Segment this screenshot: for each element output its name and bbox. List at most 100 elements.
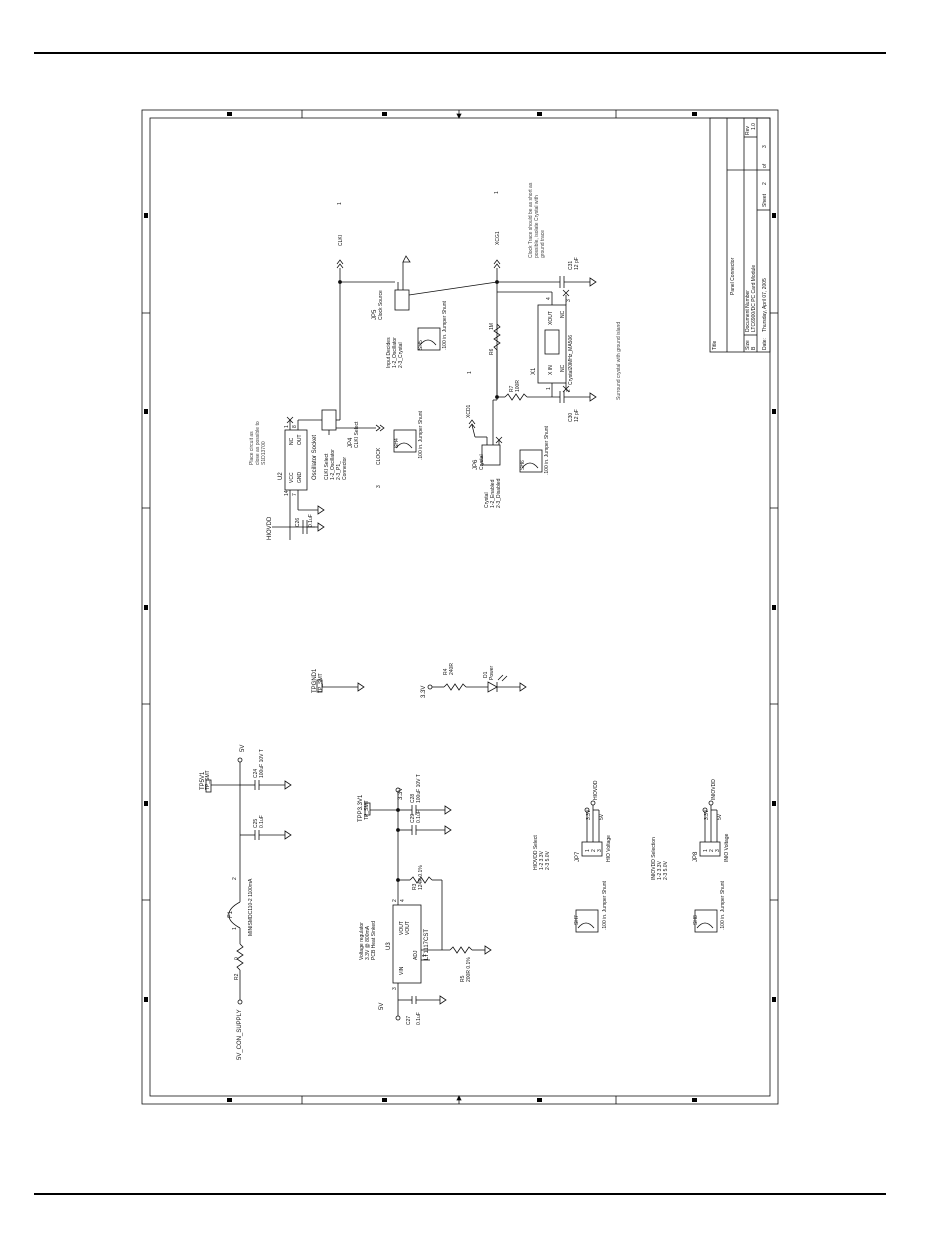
clki-net: CLKI <box>338 235 344 246</box>
jp7-pin1: 1 <box>585 849 591 852</box>
r4-value: 240R <box>449 663 455 675</box>
x1-nc2: NC <box>560 364 566 372</box>
inner-frame <box>149 117 771 1097</box>
tb-date-key: Date: <box>762 338 768 350</box>
reg-desc-1: Voltage regulator <box>359 922 365 960</box>
d1-value: Power <box>489 665 495 680</box>
u3-body <box>392 904 422 984</box>
tp5v1-label: TP5V1 <box>200 771 206 790</box>
r2-value: 0 <box>234 957 240 960</box>
jp7-pin2: 2 <box>591 849 597 852</box>
jp5-sub: Clock Source <box>378 290 384 320</box>
hio-title: HIOVDD Select <box>533 835 539 870</box>
x1-value: Crystal20MHz_MA506 <box>568 335 574 385</box>
c24-value: 100uF 10V T <box>259 749 265 778</box>
sh5-value: .100 in. Jumper Shunt <box>442 300 448 350</box>
x1-xin: X IN <box>548 365 554 375</box>
tb-size-val: B <box>751 346 757 350</box>
osc-hiovdd: HIOVDD <box>267 516 273 540</box>
c29-value: 0.1uF <box>416 810 422 823</box>
sh8-shunt <box>696 922 714 929</box>
supply-net: 5V_CON_SUPPLY <box>237 1009 243 1060</box>
r6-ref: R6 <box>489 348 495 355</box>
c29-ref: C29 <box>410 814 416 823</box>
u3-vin: VIN <box>399 966 405 975</box>
c27-value: 0.1uF <box>416 1012 422 1025</box>
clk-desc-2: 1-2_Oscillator <box>330 449 336 480</box>
r3-value: 124R 0.1% <box>418 865 424 890</box>
x1-ref: X1 <box>531 367 537 375</box>
sh7-value: .100 in. Jumper Shunt <box>602 880 608 930</box>
tpgnd-label: TPGND1 <box>312 668 318 693</box>
tpgnd-type: TP_SMT <box>318 673 324 693</box>
c26-ref: C26 <box>295 518 301 527</box>
hio-opt1: 1-2 3.3V <box>539 850 545 870</box>
jp7-pin3: 3 <box>597 849 603 852</box>
r2-ref: R2 <box>234 973 240 980</box>
c26-value: 0.1uF <box>308 514 314 527</box>
cr-desc-2: 1-2_Enabled <box>490 479 496 508</box>
reg-desc-2: 3.3V @ 800mA <box>365 925 371 960</box>
jp6-sub: Crystal <box>479 454 485 470</box>
x1-nc1: NC <box>560 310 566 318</box>
tpgnd-circuit <box>316 679 365 693</box>
jp4-sub: CLKI Select <box>354 421 360 448</box>
top-rule <box>34 52 886 54</box>
sh4-ref: SH4 <box>394 438 400 448</box>
x1-pin4: 4 <box>546 297 552 300</box>
tb-size-key: Size <box>745 340 751 350</box>
tb-rev-key: Rev <box>745 126 751 135</box>
frame-markers <box>144 112 776 1102</box>
xtal-note-3: ground trace <box>540 230 546 258</box>
tb-sheet-total: 3 <box>762 145 768 148</box>
c24-ref: C24 <box>253 769 259 778</box>
c30-ref: C30 <box>568 413 574 422</box>
tb-title-key: Title <box>712 341 718 350</box>
jp7-ref: JP7 <box>575 851 581 862</box>
tb-sheet-num: 2 <box>762 182 768 185</box>
f1-pin1: 1 <box>232 927 238 930</box>
r7-ref: R7 <box>509 385 515 392</box>
c28-value: 100uF 10V T <box>416 774 422 803</box>
c28-ref: C28 <box>410 794 416 803</box>
xcg1-num: 1 <box>494 191 500 194</box>
inio-title: INIOVDD Selection <box>651 837 657 880</box>
osc-one-b: 1 <box>467 371 473 374</box>
u2-pin1: 1 <box>284 425 290 428</box>
u2-pin7: 7 <box>292 493 298 496</box>
gnd-island-note: Surround crystal with ground island <box>616 322 622 400</box>
osc-note-1: Place circuit as <box>249 431 255 465</box>
f1-ref: F1 <box>228 910 234 918</box>
clk-desc-3: 2-3_P1_ <box>336 461 342 480</box>
bottom-center-arrow <box>456 1095 462 1101</box>
clki-num: 1 <box>337 202 343 205</box>
inio-net-out: INIOVDD <box>711 779 717 800</box>
x1-xout: XOUT <box>548 311 554 325</box>
clk-desc-4: Connector <box>342 457 348 480</box>
r6-value: 1M <box>489 323 495 330</box>
tb-doc-val: LTC6900/DC PC Card Module <box>751 265 757 332</box>
hio-net-out: HIOVDD <box>593 780 599 800</box>
xcg1-net: XCG1 <box>495 231 501 245</box>
jp4-ref: JP4 <box>348 437 354 448</box>
r7-value: 100R <box>515 380 521 392</box>
cr-desc-3: 2-3_Disabled <box>496 478 502 508</box>
net-5v-top: 5V <box>240 745 246 752</box>
jp7-sub: HIO Voltage <box>606 835 612 862</box>
c25-ref: C25 <box>253 819 259 828</box>
f1-pin2: 2 <box>232 877 238 880</box>
jp8-pin1: 1 <box>703 849 709 852</box>
jp8-ref: JP8 <box>693 851 699 862</box>
u3-part: LT1117CST <box>424 929 430 960</box>
frame-ticks <box>142 110 778 1104</box>
jp8-pin3: 3 <box>715 849 721 852</box>
f1-value: MINISMDC110-2 1100mA <box>248 878 254 936</box>
tp33-label: TPP3.3V1 <box>358 794 364 822</box>
r4-ref: R4 <box>443 668 449 675</box>
jp6-body <box>481 444 501 466</box>
x1-pin3: 3 <box>566 299 572 302</box>
c31-value: 12 pF <box>574 257 580 270</box>
sh8-ref: SH8 <box>693 915 699 925</box>
u2-gnd: GND <box>297 472 303 484</box>
r5-value: 200R 0.1% <box>466 957 472 982</box>
